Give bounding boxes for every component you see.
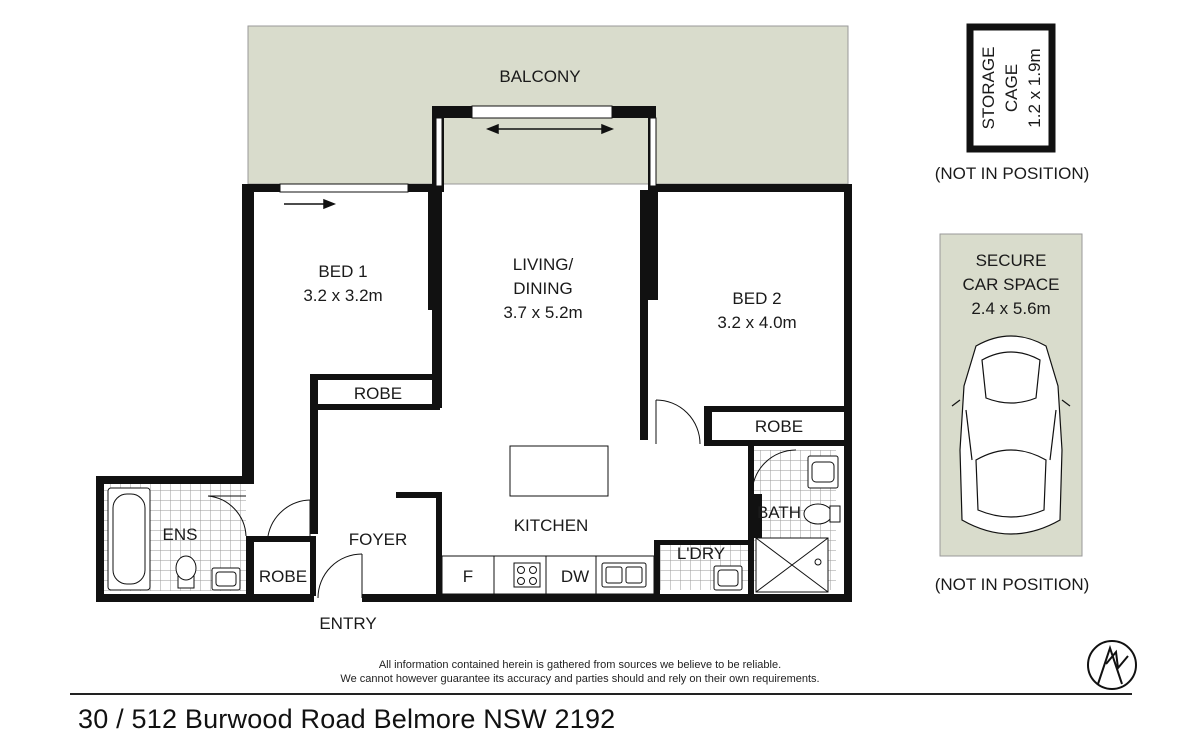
living-label-1: LIVING/ — [513, 255, 574, 274]
laundry-tub-icon — [713, 565, 743, 591]
robe-bed2-label: ROBE — [755, 417, 803, 436]
bed2-size: 3.2 x 4.0m — [717, 313, 796, 332]
shower-icon — [755, 537, 829, 593]
ensuite-label: ENS — [163, 525, 198, 544]
storage-line2: CAGE — [1002, 64, 1021, 112]
balcony-label: BALCONY — [499, 67, 580, 86]
bath-basin-icon — [807, 455, 839, 489]
storage-line3: 1.2 x 1.9m — [1025, 48, 1044, 127]
car-icon — [951, 335, 1071, 535]
robe-entry-label: ROBE — [259, 567, 307, 586]
car-line2: CAR SPACE — [963, 275, 1060, 294]
bed1-size: 3.2 x 3.2m — [303, 286, 382, 305]
bathtub-icon — [107, 487, 151, 591]
foyer-label: FOYER — [349, 530, 408, 549]
bath-label: BATH — [757, 503, 801, 522]
divider — [70, 693, 1132, 695]
property-address: 30 / 512 Burwood Road Belmore NSW 2192 — [78, 704, 616, 734]
bed2-label: BED 2 — [732, 289, 781, 308]
car-line3: 2.4 x 5.6m — [971, 299, 1050, 318]
storage-line1: STORAGE — [979, 47, 998, 130]
entry-label: ENTRY — [319, 614, 376, 633]
dishwasher-label: DW — [561, 567, 589, 586]
sliding-arrows — [284, 123, 615, 210]
disclaimer: All information contained herein is gath… — [300, 658, 860, 686]
living-label-2: DINING — [513, 279, 573, 298]
toilet-icon — [175, 555, 197, 589]
living-size: 3.7 x 5.2m — [503, 303, 582, 322]
door-swings — [207, 399, 797, 599]
storage-cage — [966, 23, 1056, 153]
kitchen-bench — [441, 555, 655, 595]
robe-bed1-label: ROBE — [354, 384, 402, 403]
disclaimer-line2: We cannot however guarantee its accuracy… — [340, 673, 820, 685]
kitchen-sink-icon — [601, 562, 647, 588]
bath-toilet-icon — [803, 503, 841, 525]
fridge-label: F — [463, 567, 473, 586]
bed1-label: BED 1 — [318, 262, 367, 281]
disclaimer-line1: All information contained herein is gath… — [378, 659, 782, 671]
windows — [279, 105, 657, 193]
storage-note: (NOT IN POSITION) — [935, 164, 1090, 183]
balcony-area — [247, 25, 849, 185]
kitchen-label: KITCHEN — [514, 516, 589, 535]
car-note: (NOT IN POSITION) — [935, 575, 1090, 594]
north-compass-icon — [1087, 640, 1137, 690]
kitchen-island — [509, 445, 609, 497]
laundry-label: L'DRY — [677, 544, 725, 563]
basin-icon — [211, 567, 241, 591]
car-line1: SECURE — [976, 251, 1047, 270]
cooktop-icon — [513, 562, 541, 588]
